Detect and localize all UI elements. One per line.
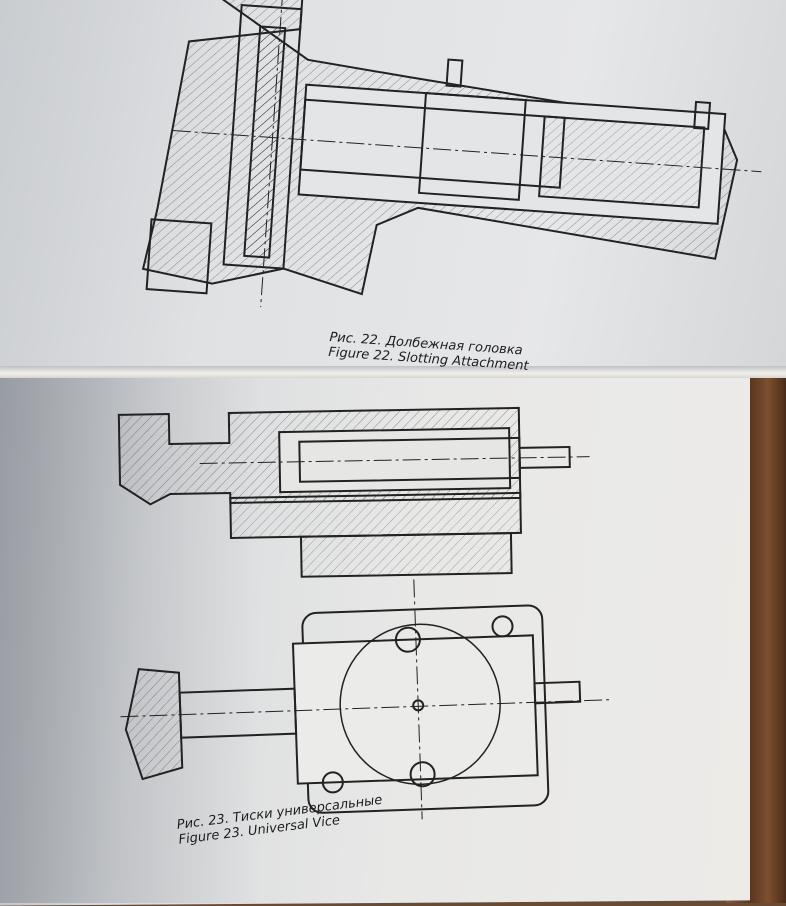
figure-22-drawing	[141, 0, 762, 308]
page-fold	[0, 366, 786, 378]
figure-23-side-section	[117, 406, 590, 578]
figure-23-plan-view	[120, 579, 611, 820]
